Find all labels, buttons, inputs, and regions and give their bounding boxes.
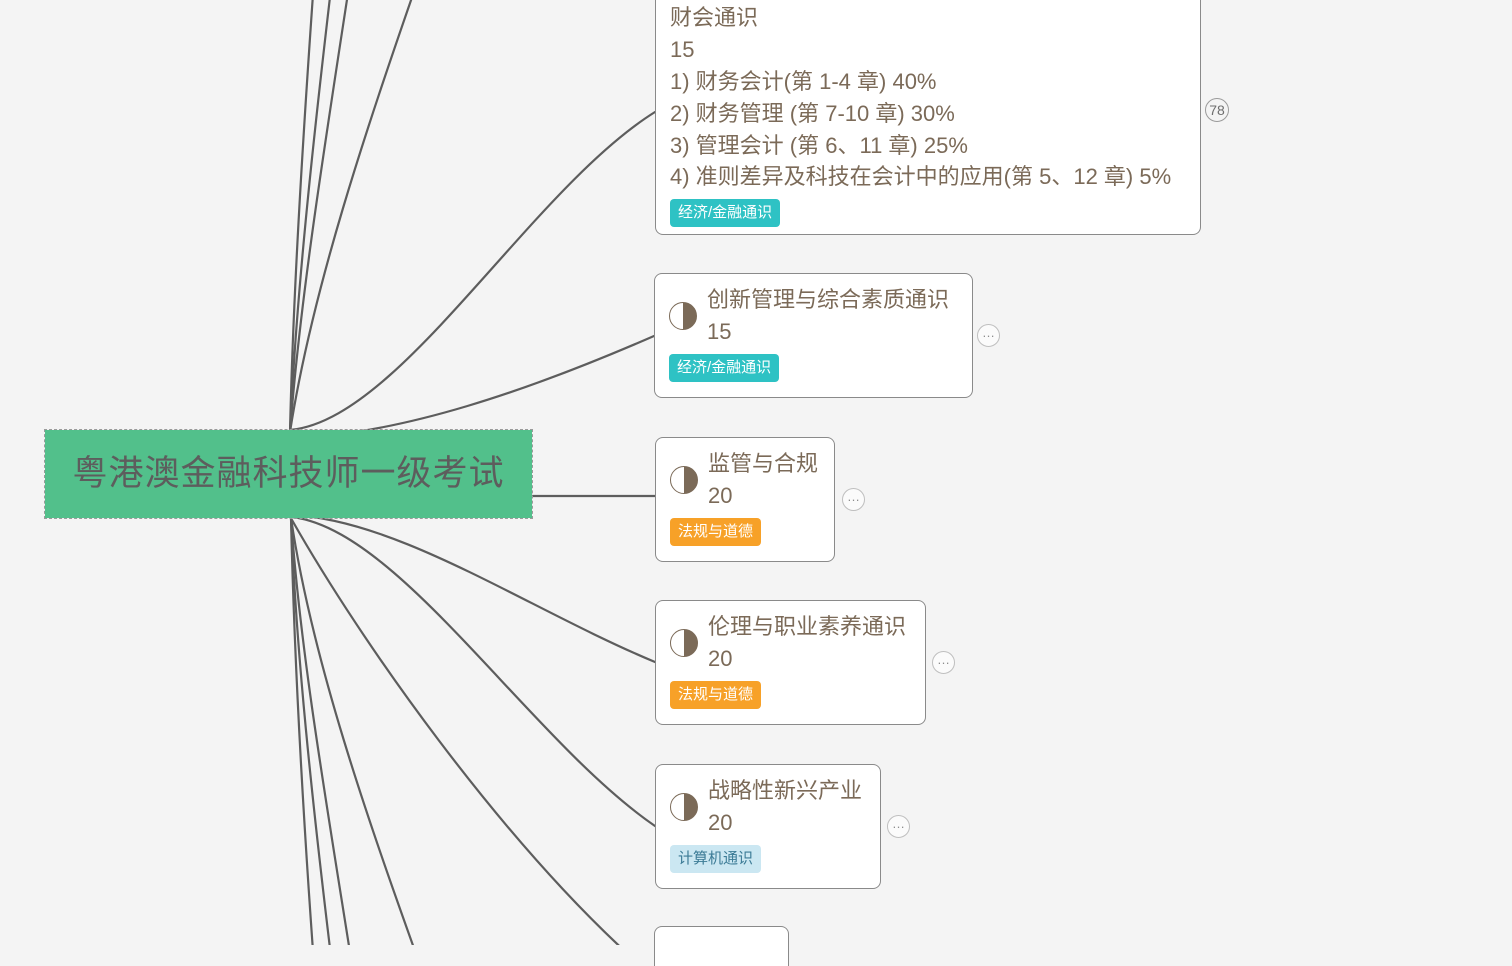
progress-half-circle-icon: [670, 628, 698, 657]
edge-offscreen-down-4: [289, 516, 415, 945]
node-offscreen-bottom[interactable]: [654, 926, 789, 966]
root-node[interactable]: 粤港澳金融科技师一级考试: [44, 429, 533, 519]
node-zhanlue-tag[interactable]: 计算机通识: [670, 844, 762, 873]
edge-to-node-chuangxin: [290, 334, 656, 440]
edge-offscreen-down-2: [289, 516, 331, 945]
node-caikuai-tag[interactable]: 经济/金融通识: [670, 199, 781, 228]
edge-offscreen-up-2: [288, 0, 331, 434]
node-caikuai-title: 财会通识: [670, 5, 759, 30]
node-caikuai-score: 15: [670, 36, 695, 62]
edge-to-node-lunli: [290, 513, 657, 664]
node-caikuai-detail-3: 3) 管理会计 (第 6、11 章) 25%: [670, 132, 968, 158]
ellipsis-icon: …: [892, 816, 905, 831]
node-jianguan-title: 监管与合规: [708, 451, 819, 476]
ellipsis-icon: …: [847, 489, 860, 504]
node-chuangxin-score: 15: [707, 318, 732, 344]
progress-half-circle-icon: [670, 792, 698, 821]
collapse-button-jianguan[interactable]: …: [842, 488, 865, 511]
edge-offscreen-down-5: [290, 518, 620, 945]
progress-half-circle-icon: [670, 465, 698, 494]
node-chuangxin-title: 创新管理与综合素质通识: [707, 287, 950, 312]
node-lunli-tag-row: 法规与道德: [670, 680, 911, 709]
node-caikuai-tag-row: 经济/金融通识: [670, 199, 1171, 228]
collapse-button-zhanlue[interactable]: …: [887, 815, 910, 838]
child-count-badge[interactable]: 78: [1205, 98, 1229, 122]
node-caikuai-detail-2: 2) 财务管理 (第 7-10 章) 30%: [670, 100, 955, 126]
root-node-label: 粤港澳金融科技师一级考试: [72, 453, 505, 493]
ellipsis-icon: …: [982, 325, 995, 340]
edge-to-node-zhanlue: [290, 515, 657, 828]
edge-offscreen-up-1: [288, 0, 314, 434]
node-caikuai-detail-1: 1) 财务会计(第 1-4 章) 40%: [670, 68, 937, 94]
edge-offscreen-down-1: [289, 516, 314, 945]
node-zhanlue[interactable]: 战略性新兴产业 20 计算机通识: [655, 764, 881, 889]
node-jianguan-tag[interactable]: 法规与道德: [670, 517, 762, 546]
collapse-button-lunli[interactable]: …: [932, 651, 955, 674]
node-chuangxin-tag[interactable]: 经济/金融通识: [669, 353, 780, 382]
node-caikuai[interactable]: 财会通识 15 1) 财务会计(第 1-4 章) 40% 2) 财务管理 (第 …: [655, 0, 1201, 235]
node-lunli-title: 伦理与职业素养通识: [708, 614, 907, 639]
progress-half-circle-icon: [669, 301, 697, 330]
edge-offscreen-up-3: [288, 0, 349, 434]
edge-to-node-caikuai: [288, 110, 657, 432]
node-jianguan-score: 20: [708, 482, 733, 508]
node-zhanlue-title: 战略性新兴产业: [708, 778, 863, 803]
node-jianguan-tag-row: 法规与道德: [670, 517, 820, 546]
node-lunli-score: 20: [708, 645, 733, 671]
node-caikuai-detail-4: 4) 准则差异及科技在会计中的应用(第 5、12 章) 5%: [670, 164, 1172, 190]
node-chuangxin-tag-row: 经济/金融通识: [669, 353, 958, 382]
node-lunli[interactable]: 伦理与职业素养通识 20 法规与道德: [655, 600, 926, 725]
edge-offscreen-down-3: [289, 516, 350, 945]
node-zhanlue-score: 20: [708, 809, 733, 835]
node-lunli-tag[interactable]: 法规与道德: [670, 680, 762, 709]
ellipsis-icon: …: [937, 652, 950, 667]
edge-offscreen-up-4: [288, 0, 413, 434]
node-chuangxin[interactable]: 创新管理与综合素质通识 15 经济/金融通识: [654, 273, 973, 398]
collapse-button-chuangxin[interactable]: …: [977, 324, 1000, 347]
node-jianguan[interactable]: 监管与合规 20 法规与道德: [655, 437, 835, 562]
node-zhanlue-tag-row: 计算机通识: [670, 844, 866, 873]
child-count-badge-label: 78: [1209, 102, 1225, 118]
